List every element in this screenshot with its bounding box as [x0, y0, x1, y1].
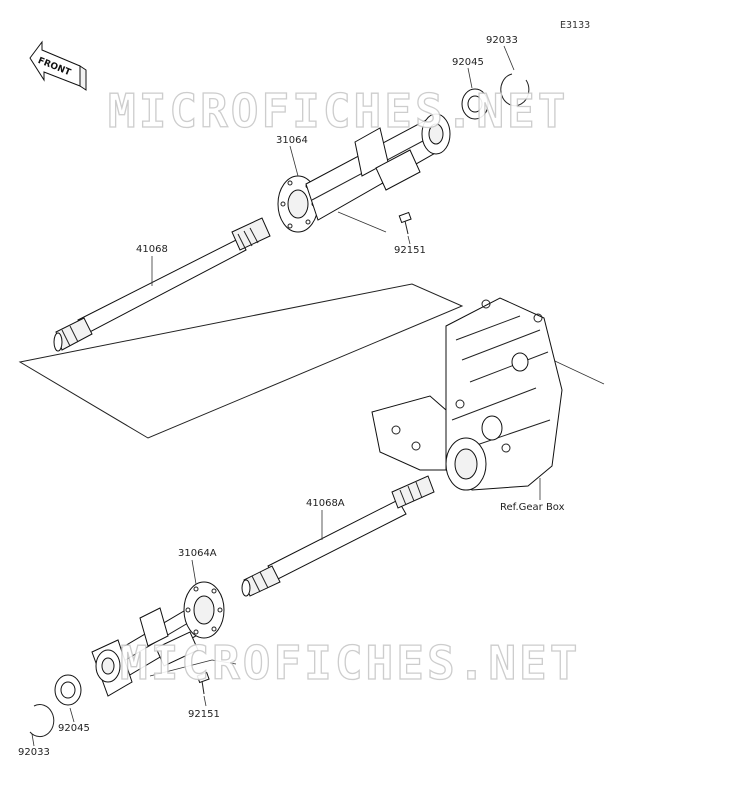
axle-shaft-bottom[interactable]	[241, 475, 435, 597]
axle-housing-bottom[interactable]	[91, 559, 237, 697]
bolt-top[interactable]	[337, 211, 412, 245]
label-bolt-bottom[interactable]: 92151	[188, 709, 220, 720]
label-shaft-top[interactable]: 41068	[136, 244, 168, 255]
label-shaft-bottom[interactable]: 41068A	[306, 498, 345, 509]
label-bolt-top[interactable]: 92151	[394, 245, 426, 256]
diagram-code: E3133	[560, 20, 591, 31]
bearing-bottom[interactable]	[54, 674, 82, 723]
label-snap-ring-top[interactable]: 92033	[486, 35, 518, 46]
label-snap-ring-bottom[interactable]: 92033	[18, 747, 50, 758]
label-bearing-bottom[interactable]: 92045	[58, 723, 90, 734]
label-bearing-top[interactable]: 92045	[452, 57, 484, 68]
label-gear-box-reference: Ref.Gear Box	[500, 502, 565, 513]
front-arrow-icon	[29, 40, 87, 91]
label-housing-top[interactable]: 31064	[276, 135, 308, 146]
assembly-bracket-top	[18, 283, 464, 439]
axle-shaft-top[interactable]	[53, 217, 271, 352]
axle-housing-top[interactable]	[277, 113, 451, 233]
snap-ring-bottom[interactable]	[29, 704, 55, 747]
snap-ring-top[interactable]	[500, 45, 530, 107]
bearing-top[interactable]	[461, 67, 489, 120]
gear-box	[371, 297, 563, 500]
label-housing-bottom[interactable]: 31064A	[178, 548, 217, 559]
bolt-bottom[interactable]	[196, 671, 210, 707]
